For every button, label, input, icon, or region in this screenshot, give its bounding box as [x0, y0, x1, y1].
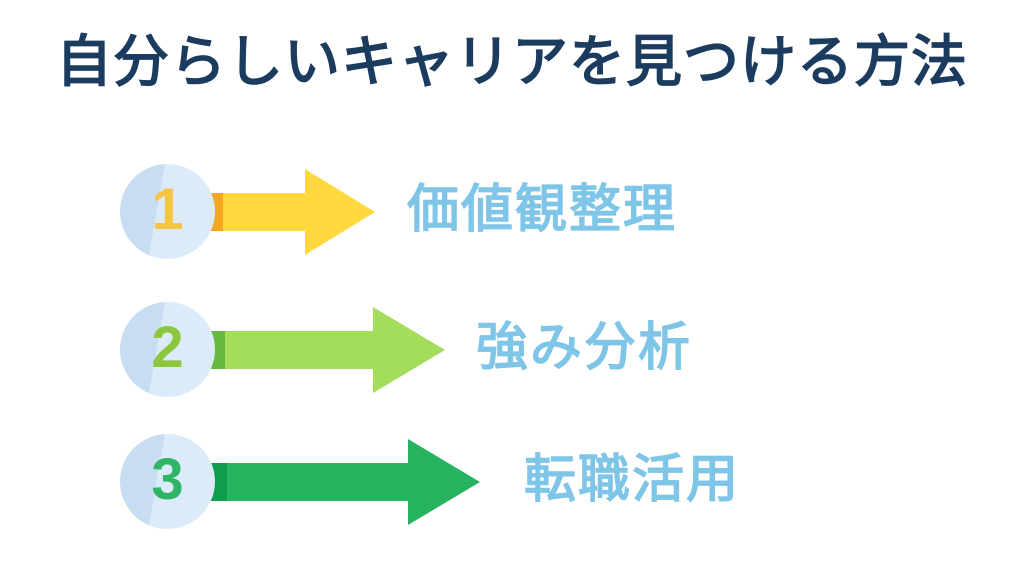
step-1-label: 価値観整理 [407, 181, 678, 239]
step-3-label: 転職活用 [524, 451, 741, 509]
arrow-3-head [408, 439, 480, 525]
step-2-circle: 2 [120, 302, 215, 397]
arrow-1-body [223, 193, 309, 231]
step-3-number: 3 [151, 446, 184, 512]
step-row-2: 2 強み分析 [0, 302, 1024, 398]
step-2-number: 2 [151, 314, 184, 380]
step-1-number: 1 [151, 176, 184, 242]
arrow-2-head [373, 307, 445, 393]
page-title: 自分らしいキャリアを見つける方法 [56, 30, 968, 93]
arrow-3-body [227, 463, 412, 501]
step-2-label: 強み分析 [476, 319, 693, 377]
arrow-1-head [305, 169, 375, 255]
step-row-3: 3 転職活用 [0, 434, 1024, 530]
step-row-1: 1 価値観整理 [0, 164, 1024, 260]
arrow-2-body [225, 331, 377, 369]
step-3-circle: 3 [120, 434, 215, 529]
step-1-circle: 1 [120, 164, 215, 259]
